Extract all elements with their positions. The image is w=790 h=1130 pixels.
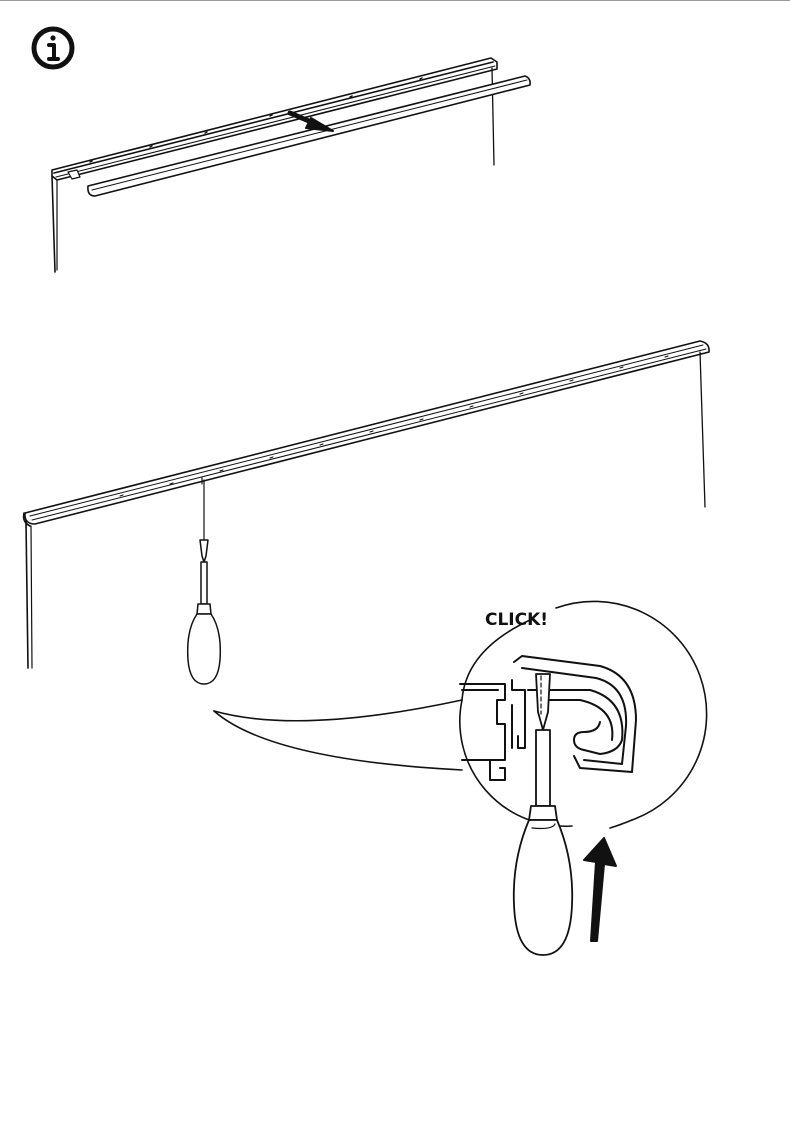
direction-arrow xyxy=(287,110,334,132)
detail-magnifier xyxy=(459,600,708,956)
rail-assembly-long xyxy=(22,340,710,669)
push-up-arrow xyxy=(583,837,617,942)
screwdriver-small xyxy=(186,479,222,685)
valance-strip xyxy=(87,75,531,197)
info-icon xyxy=(31,26,75,70)
rail-assembly-top xyxy=(51,57,498,273)
detail-callout-connector xyxy=(213,699,463,771)
page-top-rule xyxy=(0,0,790,1)
click-label: CLICK! xyxy=(485,610,548,630)
